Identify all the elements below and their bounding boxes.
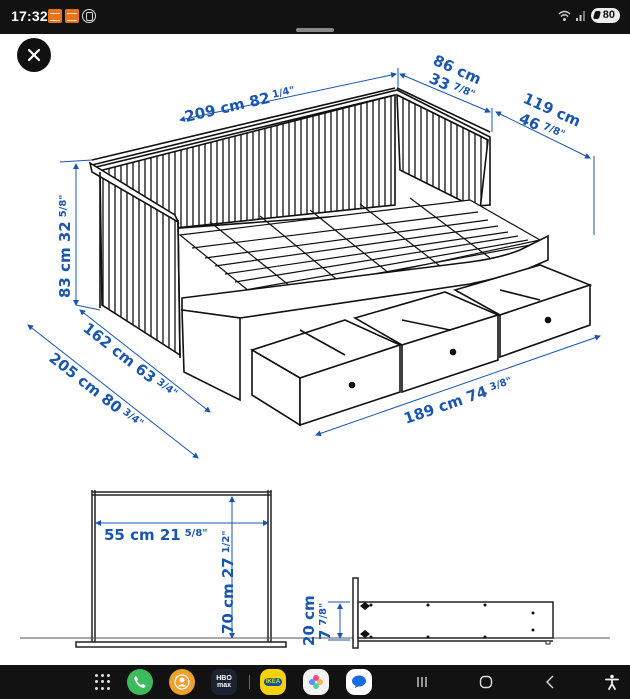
phone-app-icon[interactable] <box>127 669 153 695</box>
dimension-diagram: 209 cm 821/4" 86 cm 337/8" 119 cm 467/8"… <box>20 51 610 649</box>
notification-icon <box>48 9 62 23</box>
gallery-app-icon[interactable] <box>303 669 329 695</box>
dim-drawer-height-cm: 20 cm <box>300 595 318 646</box>
status-bar: 17:32 80 <box>0 0 630 34</box>
ikea-app-icon[interactable]: IKEA <box>260 669 286 695</box>
signal-icon <box>575 10 587 22</box>
hbo-max-app-icon[interactable]: HBO max <box>211 669 237 695</box>
image-viewer: 209 cm 821/4" 86 cm 337/8" 119 cm 467/8"… <box>0 34 630 665</box>
status-indicators: 80 <box>558 8 620 23</box>
notification-shield-icon <box>82 9 96 23</box>
drag-handle[interactable] <box>296 28 334 32</box>
drawer-left <box>250 319 403 427</box>
app-drawer-button[interactable] <box>95 674 111 690</box>
status-time: 17:32 <box>11 8 48 24</box>
back-button[interactable] <box>540 671 560 693</box>
notification-icon <box>65 9 79 23</box>
contacts-app-icon[interactable] <box>169 669 195 695</box>
messages-app-icon[interactable] <box>346 669 372 695</box>
home-button[interactable] <box>475 671 497 693</box>
accessibility-button[interactable] <box>602 671 622 693</box>
dock-divider <box>249 675 250 689</box>
battery-indicator: 80 <box>590 8 620 23</box>
recent-apps-button[interactable] <box>412 671 432 693</box>
close-button[interactable] <box>17 38 51 72</box>
navigation-bar: HBO max IKEA <box>0 665 630 699</box>
side-view-illustration <box>20 490 610 649</box>
dim-side-height: 70 cm 271/2" <box>219 531 237 635</box>
wifi-icon <box>558 10 571 22</box>
close-icon <box>27 48 41 62</box>
daybed-illustration <box>88 87 593 427</box>
dim-height: 83 cm 325/8" <box>56 195 74 299</box>
dim-drawer-height-in: 77/8" <box>316 603 334 640</box>
